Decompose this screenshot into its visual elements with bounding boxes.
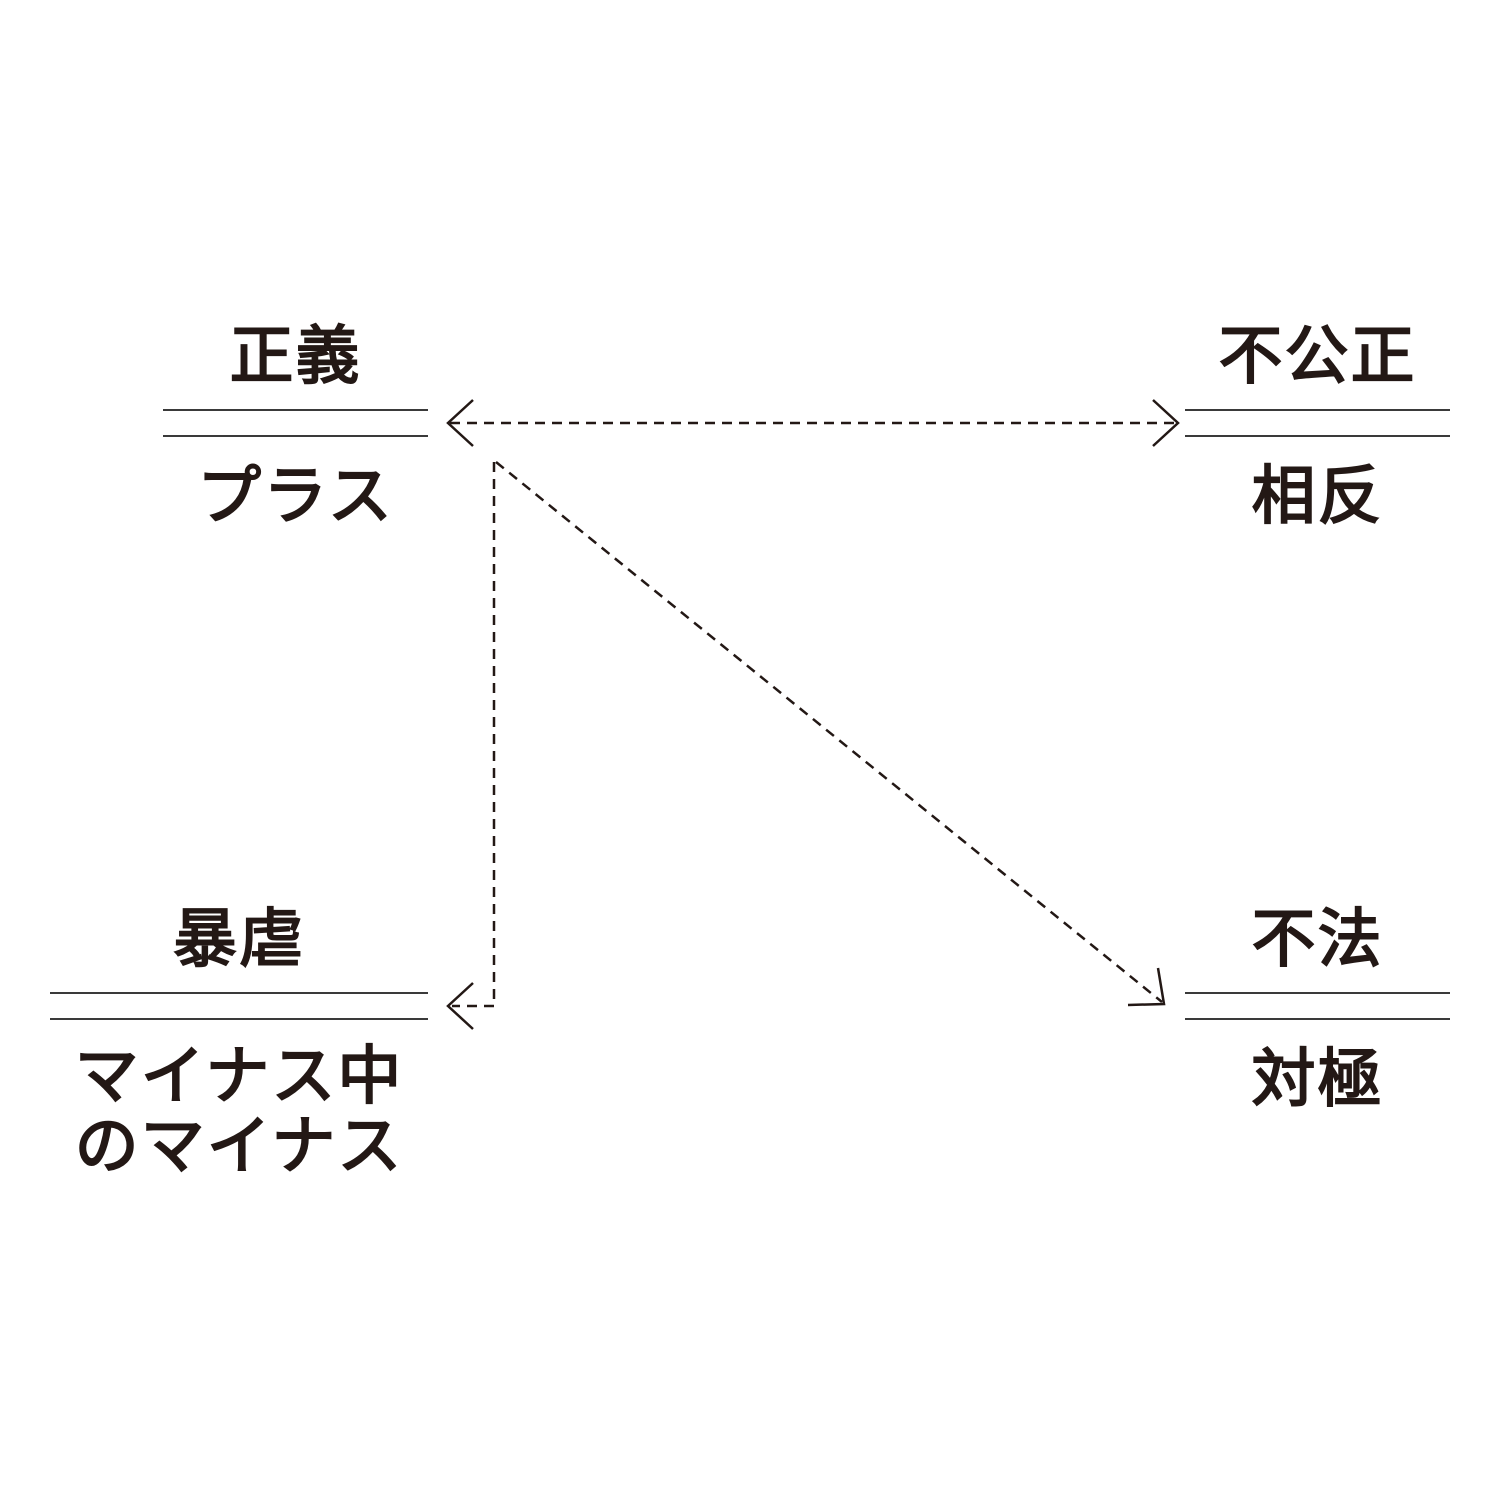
term-illegal: 不法 bbox=[1251, 903, 1384, 977]
divider-tyranny bbox=[50, 992, 428, 1020]
divider-illegal bbox=[1185, 992, 1450, 1020]
sub-unfair: 相反 bbox=[1251, 460, 1384, 534]
arrowhead-illegal bbox=[1127, 967, 1166, 1007]
divider-unfair bbox=[1185, 409, 1450, 437]
term-unfair: 不公正 bbox=[1218, 320, 1417, 394]
arrow-justice-unfair bbox=[446, 399, 1180, 447]
term-justice: 正義 bbox=[229, 320, 362, 394]
arrowhead-right bbox=[1152, 399, 1180, 447]
arrow-justice-tyranny bbox=[446, 462, 496, 1030]
arrowhead-left bbox=[446, 399, 474, 447]
arrowhead-tyranny bbox=[446, 982, 474, 1030]
divider-justice bbox=[163, 409, 428, 437]
sub-illegal: 対極 bbox=[1251, 1043, 1384, 1117]
term-tyranny: 暴虐 bbox=[173, 903, 305, 977]
sub-tyranny: マイナス中のマイナス bbox=[74, 1040, 404, 1184]
sub-justice: プラス bbox=[197, 460, 394, 534]
arrow-justice-illegal bbox=[495, 461, 1166, 1007]
